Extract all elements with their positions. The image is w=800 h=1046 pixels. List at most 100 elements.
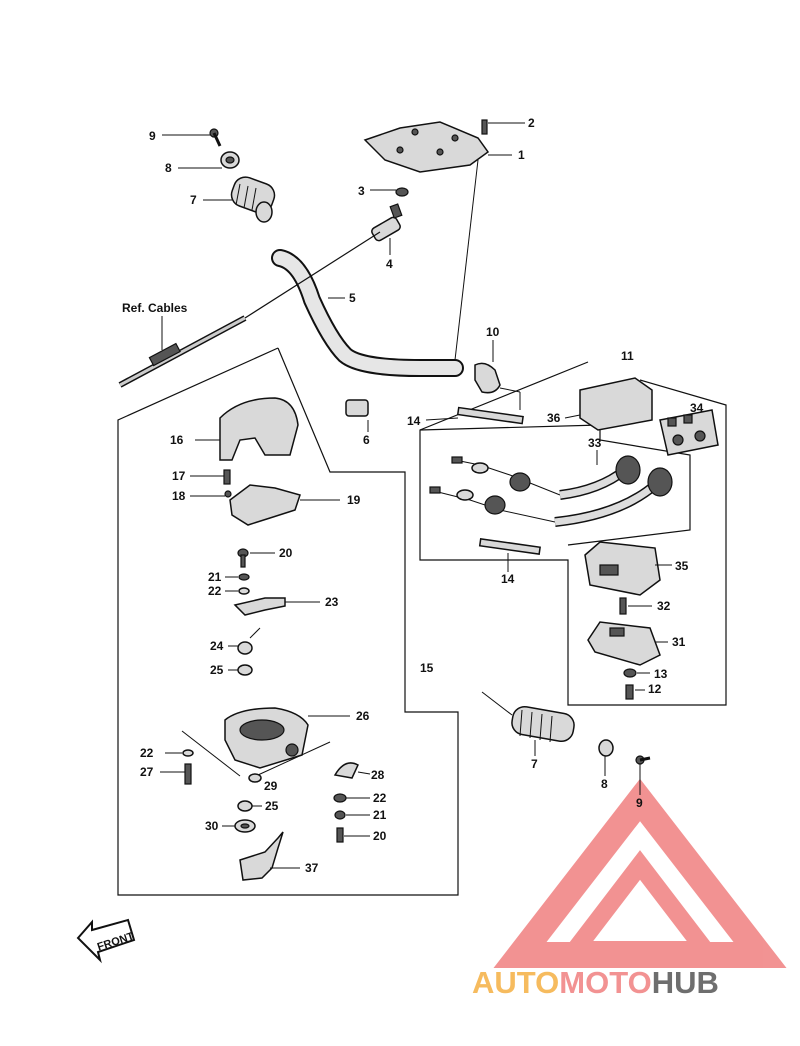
callout-labels: 1 2 3 4 5 6 7 8 9 10 11 12 13 14 14 15 1… (122, 116, 704, 875)
wiring-harness-33 (429, 455, 673, 527)
label-7-bottom: 7 (531, 757, 538, 771)
label-7-top: 7 (190, 193, 197, 207)
label-17: 17 (172, 469, 186, 483)
bracket-plate (363, 121, 490, 173)
label-5: 5 (349, 291, 356, 305)
switch-housing-34 (659, 409, 719, 456)
throttle-housing-4 (371, 203, 403, 242)
grip-right-7 (511, 705, 575, 743)
label-12: 12 (648, 682, 662, 696)
label-8-bottom: 8 (601, 777, 608, 791)
label-23: 23 (325, 595, 339, 609)
screw-20 (237, 548, 249, 568)
front-arrow: FRONT (76, 918, 136, 964)
block-36 (579, 377, 653, 431)
label-14-bottom: 14 (501, 572, 515, 586)
label-10: 10 (486, 325, 500, 339)
label-21: 21 (208, 570, 222, 584)
label-21-right: 21 (373, 808, 387, 822)
label-20-right: 20 (373, 829, 387, 843)
label-22-right: 22 (373, 791, 387, 805)
screw-20-right (336, 827, 344, 843)
washer-22-right (333, 793, 347, 803)
group-box-33b (567, 425, 691, 546)
label-37: 37 (305, 861, 319, 875)
grip-left-7 (230, 176, 276, 223)
foam-strip-14-top (456, 406, 524, 425)
label-34: 34 (690, 401, 704, 415)
housing-26 (224, 707, 309, 769)
screw-9 (209, 128, 222, 147)
lower-housing-31 (587, 621, 661, 666)
washer-18 (224, 490, 232, 498)
washer-22 (238, 587, 250, 595)
label-24: 24 (210, 639, 224, 653)
label-11: 11 (621, 349, 634, 363)
washer-25-lower (237, 800, 253, 812)
label-32: 32 (657, 599, 671, 613)
label-8-top: 8 (165, 161, 172, 175)
label-3: 3 (358, 184, 365, 198)
screw-32 (619, 597, 627, 615)
bar-end-8 (220, 151, 240, 169)
switch-housing-35 (584, 541, 661, 596)
clamp-6 (345, 399, 369, 417)
label-13: 13 (654, 667, 668, 681)
label-9-bottom: 9 (636, 796, 643, 810)
throttle-lever-37 (239, 831, 284, 881)
washer-13 (623, 668, 637, 678)
foam-strip-14-bottom (478, 538, 541, 555)
spring-28 (333, 762, 359, 779)
label-20: 20 (279, 546, 293, 560)
label-22-left: 22 (140, 746, 154, 760)
watermark-moto: MOTO (559, 965, 651, 1000)
group-box-11 (419, 361, 727, 706)
ref-cable (118, 231, 381, 388)
washer-21-right (334, 810, 346, 820)
label-9-top: 9 (149, 129, 156, 143)
watermark-text: AUTOMOTOHUB (472, 965, 719, 1000)
label-15: 15 (420, 661, 434, 675)
label-14-top: 14 (407, 414, 421, 428)
label-19: 19 (347, 493, 361, 507)
label-31: 31 (672, 635, 686, 649)
watermark-inner-triangle (556, 850, 724, 959)
label-25-lower: 25 (265, 799, 279, 813)
bar-end-8-right (598, 739, 614, 757)
label-ref-cables: Ref. Cables (122, 301, 188, 315)
gasket-19 (229, 484, 301, 526)
clip-10 (474, 362, 501, 394)
washer-22-left (182, 749, 194, 757)
label-30: 30 (205, 819, 219, 833)
group-box-33 (419, 424, 601, 431)
screw-27 (184, 763, 192, 785)
label-18: 18 (172, 489, 186, 503)
label-6: 6 (363, 433, 370, 447)
label-29: 29 (264, 779, 278, 793)
cover-16 (219, 397, 299, 461)
watermark: AUTOMOTOHUB (472, 778, 787, 1000)
label-22: 22 (208, 584, 222, 598)
collar-3 (395, 187, 409, 197)
washer-25 (237, 664, 253, 676)
screw-12 (625, 684, 634, 700)
label-25: 25 (210, 663, 224, 677)
watermark-auto: AUTO (472, 965, 559, 1000)
washer-21 (238, 573, 250, 581)
label-33: 33 (588, 436, 602, 450)
label-35: 35 (675, 559, 689, 573)
group-box-15 (117, 347, 459, 896)
washer-29 (248, 773, 262, 783)
label-2: 2 (528, 116, 535, 130)
label-36: 36 (547, 411, 561, 425)
nut-24 (237, 641, 253, 655)
lever-23 (233, 597, 286, 616)
label-27: 27 (140, 765, 154, 779)
label-1: 1 (518, 148, 525, 162)
label-16: 16 (170, 433, 184, 447)
screw-17 (223, 469, 231, 485)
label-26: 26 (356, 709, 370, 723)
screw-9-right (635, 755, 651, 765)
bolt-2 (481, 119, 488, 135)
